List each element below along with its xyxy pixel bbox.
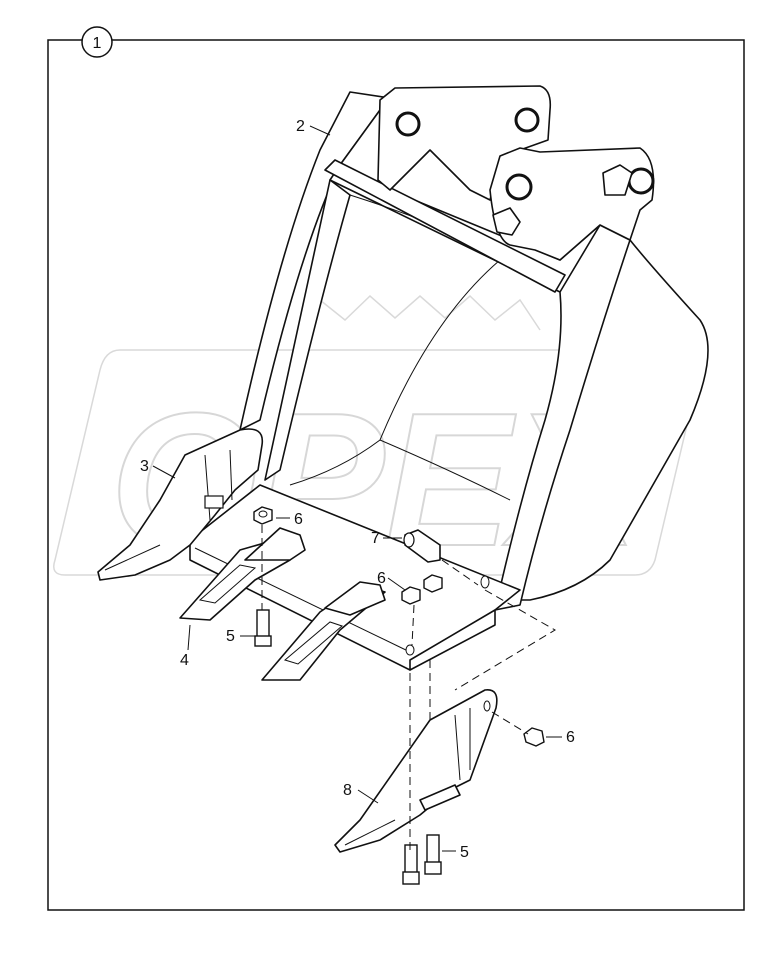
callout-6-tooth: 6: [294, 511, 303, 528]
teeth-on-bucket: [179, 527, 386, 681]
assembly-number: 1: [93, 35, 102, 52]
diagram-frame: [47, 39, 745, 911]
pin-7: [403, 529, 441, 563]
nut-6-tooth: [253, 506, 273, 525]
side-cutter-left: [97, 428, 264, 581]
callout-4: 4: [180, 652, 189, 669]
callout-5-upper: 5: [226, 628, 235, 645]
leader-lines: [152, 125, 562, 852]
callout-2: 2: [296, 118, 305, 135]
callout-6-center: 6: [377, 570, 386, 587]
callout-3: 3: [140, 458, 149, 475]
callout-6-side: 6: [566, 729, 575, 746]
bucket-body: [189, 85, 709, 671]
side-cutter-exploded: [334, 689, 498, 853]
alignment-lines: [261, 525, 556, 850]
nut-6-side: [523, 727, 545, 747]
assembly-number-badge: 1: [81, 26, 113, 58]
bolt-5-lower-a: [402, 844, 420, 885]
bolt-5-upper: [254, 609, 272, 647]
callout-7: 7: [371, 530, 380, 547]
nut-6-center: [401, 574, 443, 605]
callout-5-lower: 5: [460, 844, 469, 861]
callout-8: 8: [343, 782, 352, 799]
callout-labels: 2 3 4 5 5 6 6 6 7 8: [140, 118, 575, 861]
bolt-5-lower-b: [424, 834, 442, 875]
